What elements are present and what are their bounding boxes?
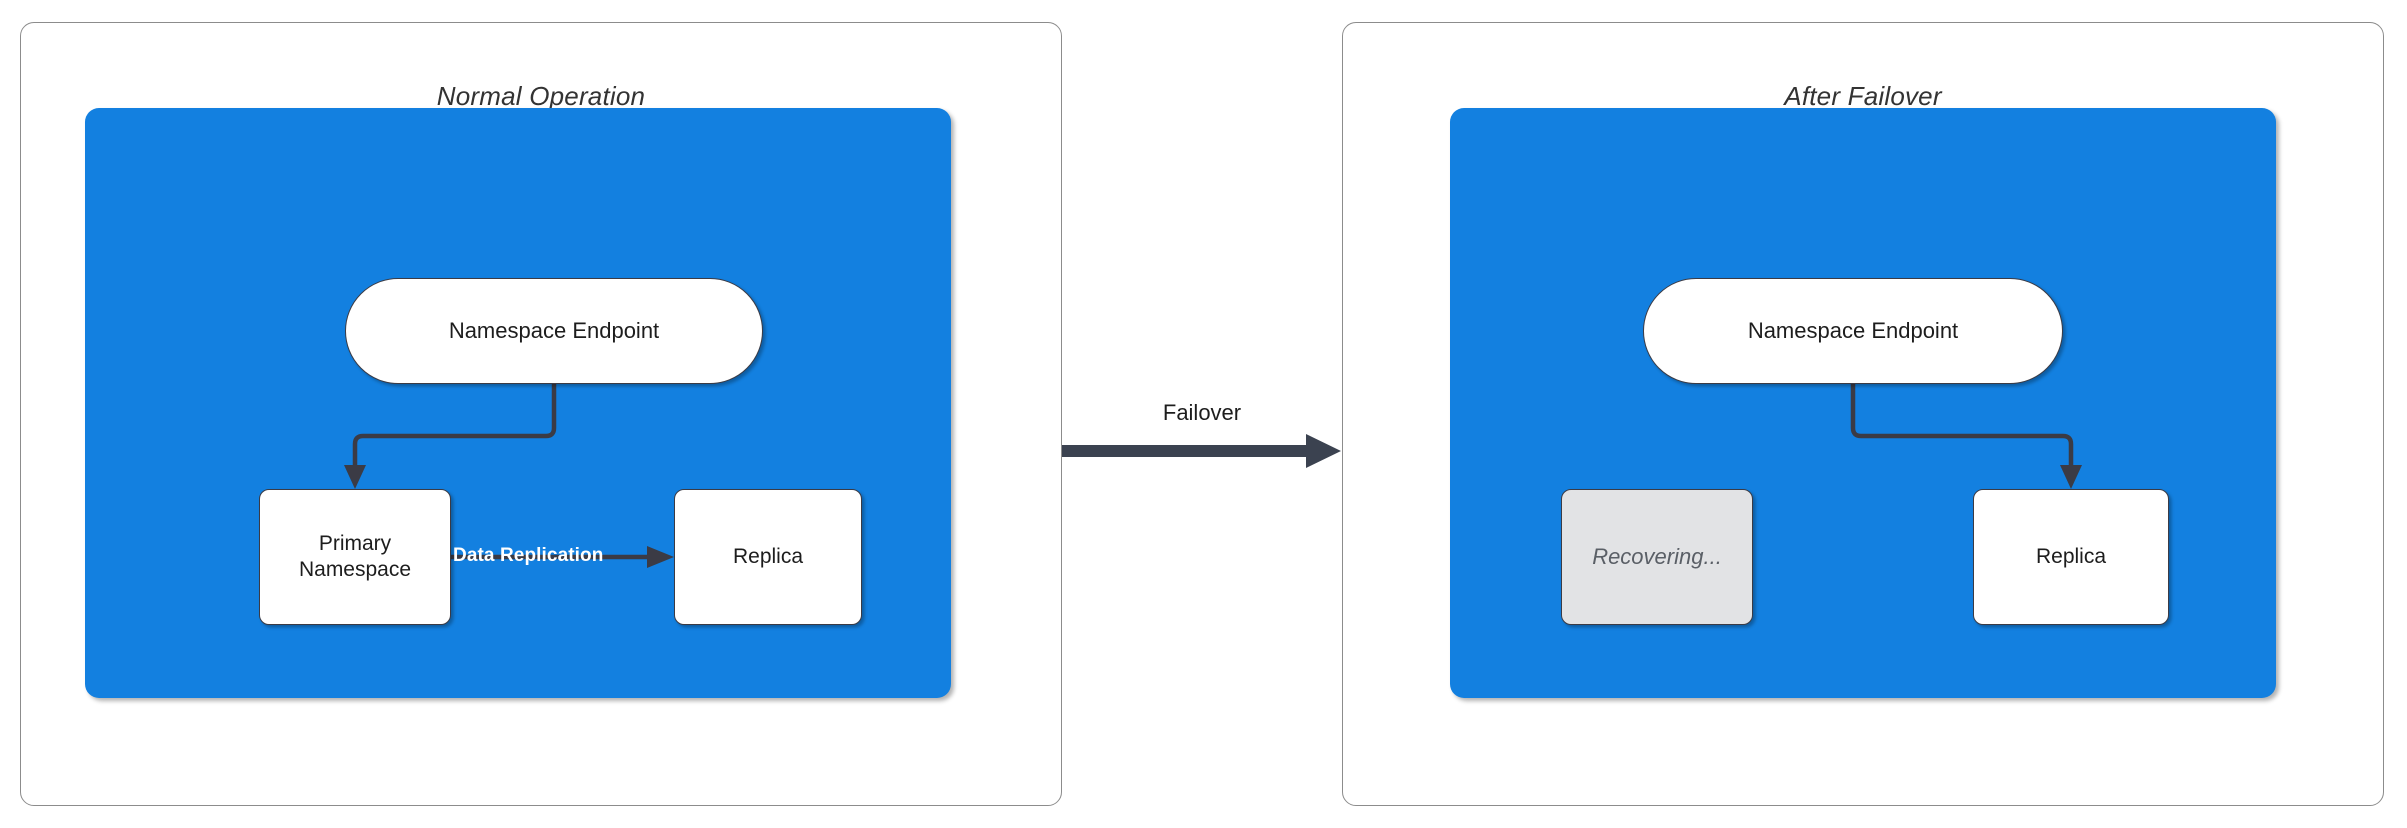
arrowhead-primary-to-replica	[647, 546, 674, 568]
node-primary-namespace[interactable]: Primary Namespace	[259, 489, 451, 625]
node-primary-line-1: Primary	[318, 531, 392, 555]
edge-endpoint-to-primary	[352, 384, 557, 470]
arrowhead-endpoint-to-primary	[344, 465, 366, 489]
node-recovering[interactable]: Recovering...	[1561, 489, 1753, 625]
edge-endpoint-to-replica	[1850, 384, 2074, 470]
failover-arrow-icon	[1062, 434, 1341, 468]
node-primary-line-2: Namespace	[298, 558, 412, 581]
edge-label-data-replication: Data Replication	[453, 545, 604, 566]
zone-failover-region: Namespace Endpoint Recovering... Replica	[1450, 108, 2276, 698]
node-replica-right[interactable]: Replica	[1973, 489, 2169, 625]
panel-right-title: After Failover	[1784, 81, 1942, 111]
node-replica-left[interactable]: Replica	[674, 489, 862, 625]
failover-transition: Failover	[1062, 400, 1342, 490]
zone-primary-region: Namespace Endpoint Primary Namespace Rep…	[85, 108, 951, 698]
panel-left-title: Normal Operation	[436, 81, 646, 111]
failover-label: Failover	[1162, 400, 1242, 425]
node-namespace-endpoint[interactable]: Namespace Endpoint	[345, 278, 763, 384]
panel-normal-operation: Normal Operation Namespace Endpoint Prim…	[20, 22, 1062, 806]
arrowhead-endpoint-to-replica	[2060, 465, 2082, 489]
panel-after-failover: After Failover Namespace Endpoint Recove…	[1342, 22, 2384, 806]
node-namespace-endpoint-failover[interactable]: Namespace Endpoint	[1643, 278, 2063, 384]
